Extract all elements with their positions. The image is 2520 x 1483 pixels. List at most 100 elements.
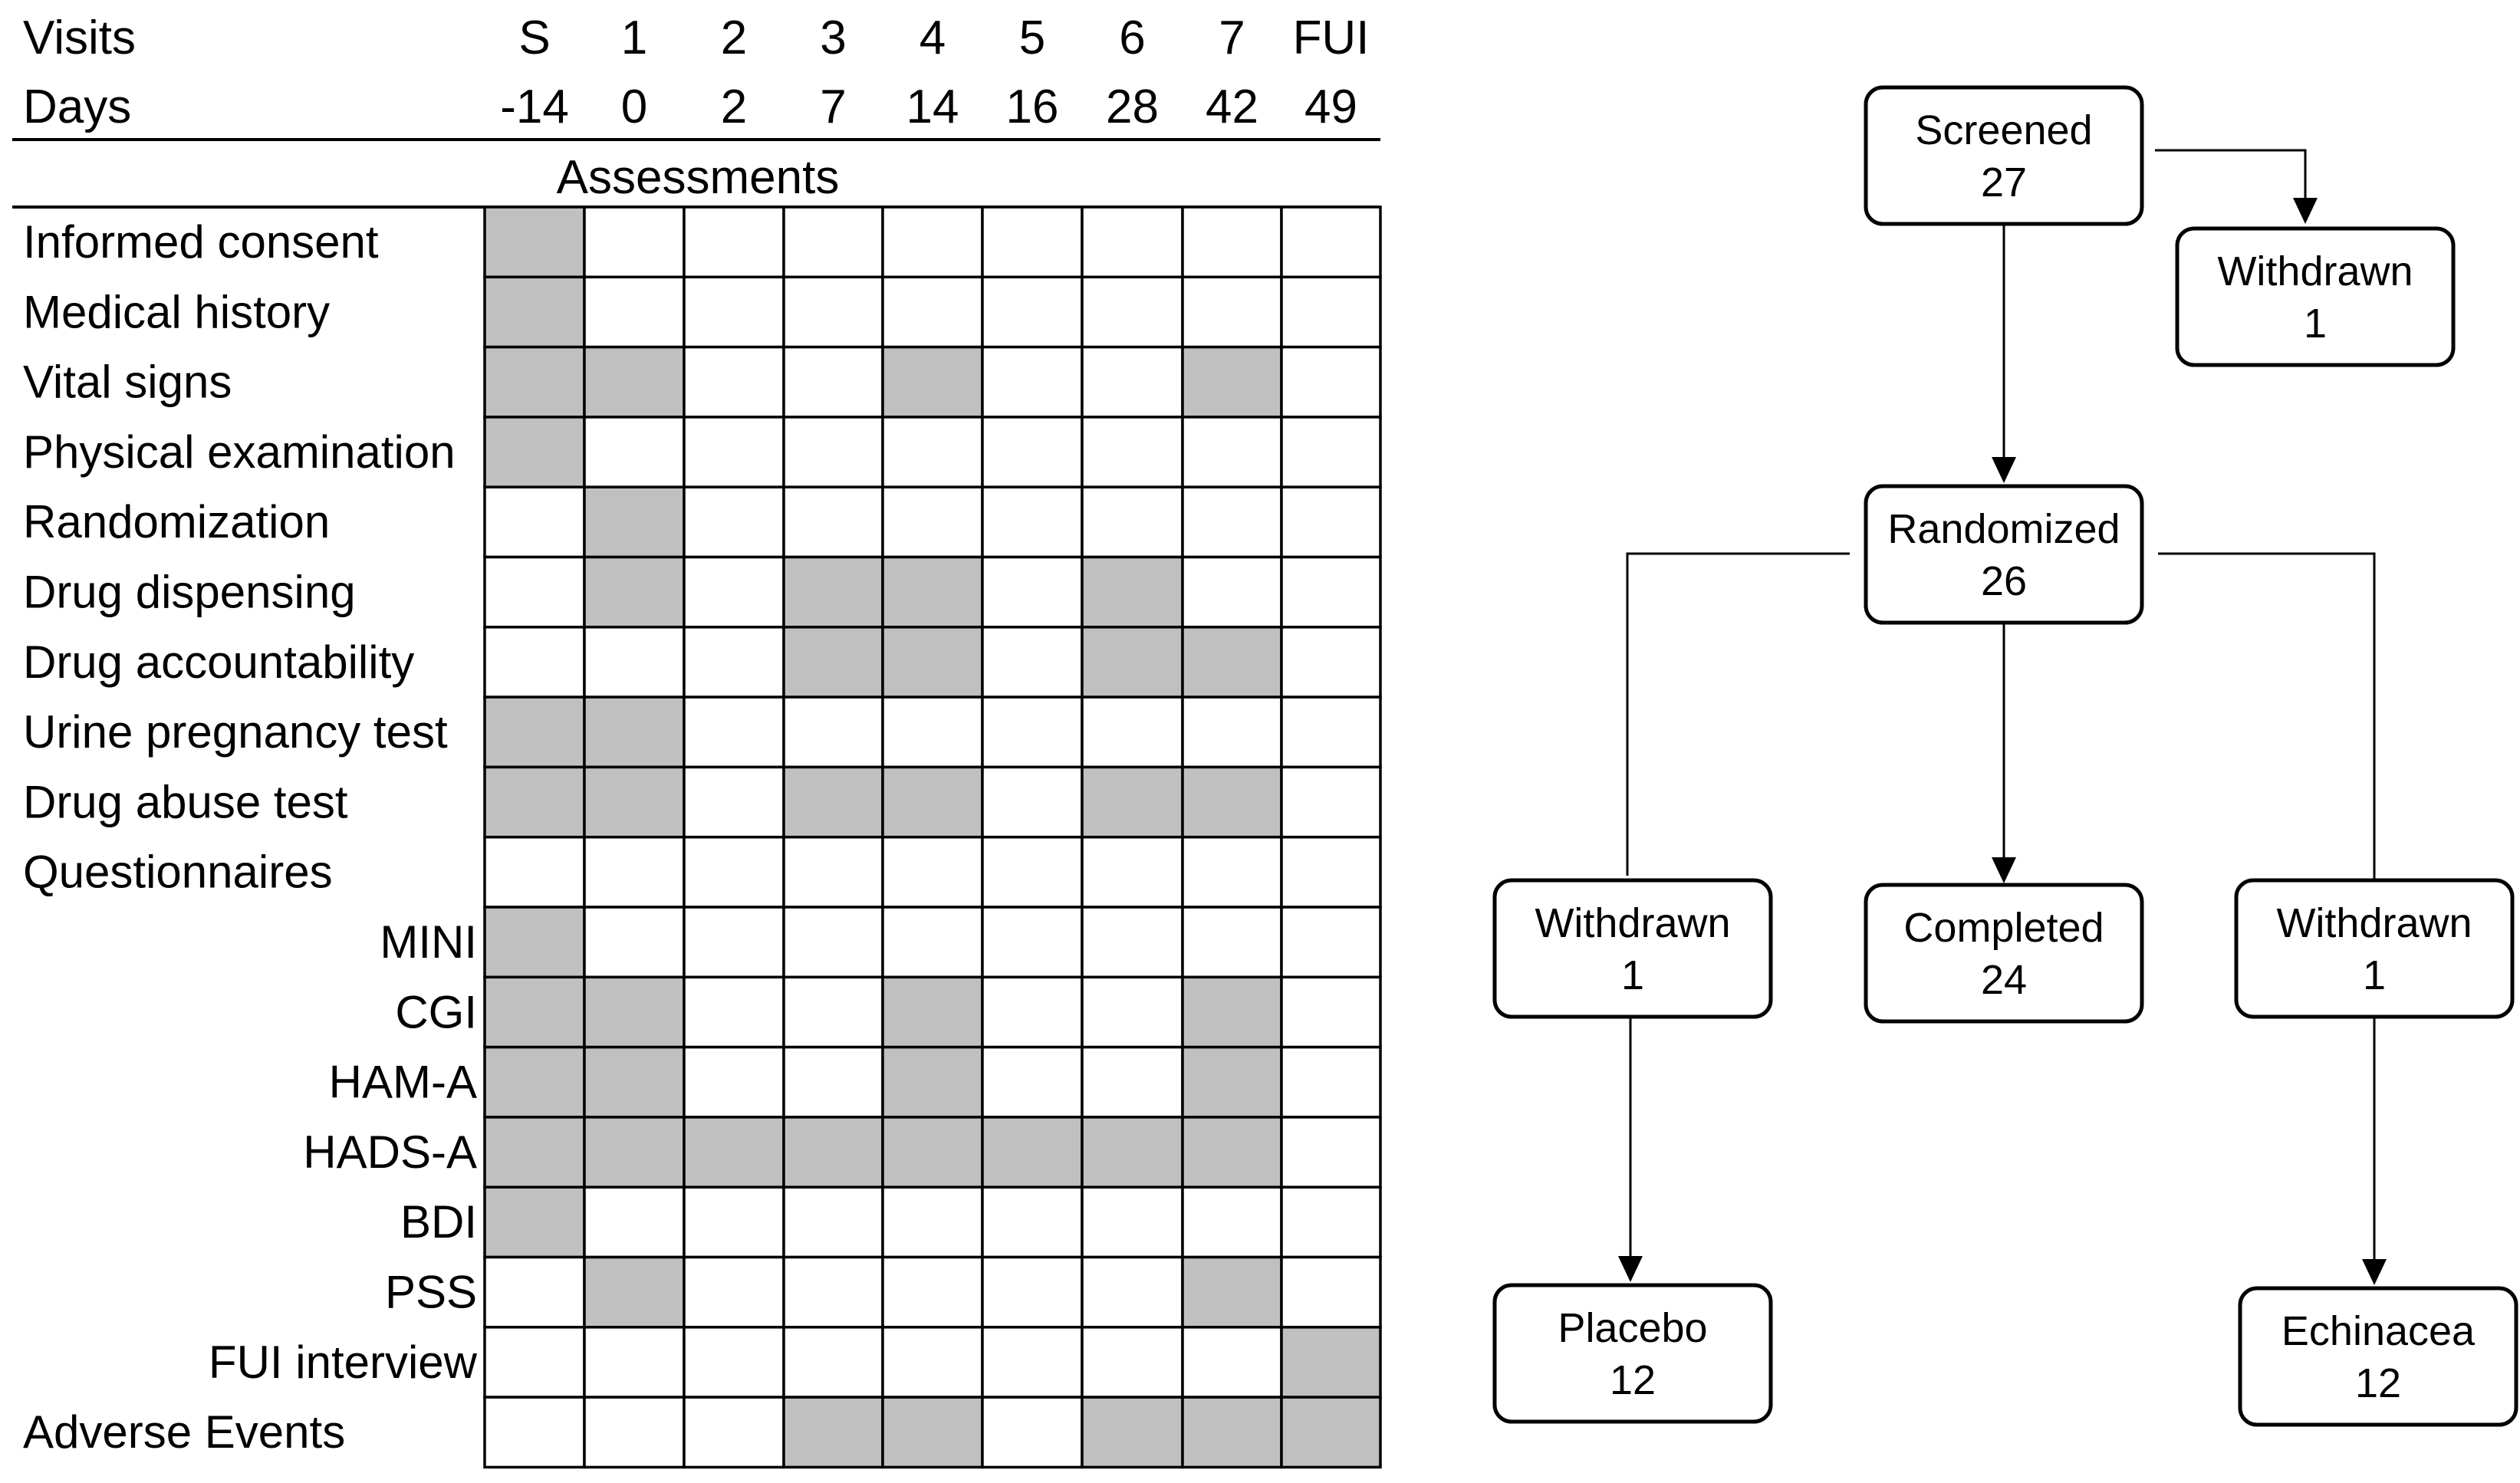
grid-cell-filled [483, 975, 586, 1049]
flow-box-count: 12 [1610, 1357, 1656, 1403]
grid-cell-empty [683, 1045, 785, 1119]
grid-cell-filled [881, 1045, 984, 1119]
grid-cell-empty [981, 206, 1084, 279]
grid-cell-filled [881, 555, 984, 629]
day-header: 42 [1206, 81, 1258, 133]
grid-cell-filled [583, 555, 686, 629]
grid-cell-empty [981, 975, 1084, 1049]
grid-cell-filled [583, 695, 686, 769]
grid-cell-empty [782, 975, 884, 1049]
grid-cell-filled [1081, 626, 1184, 699]
grid-cell-empty [1280, 416, 1382, 488]
flow-box [1492, 1283, 1773, 1424]
grid-cell-empty [981, 1185, 1084, 1259]
flow-box-count: 1 [2304, 301, 2327, 347]
grid-cell-empty [782, 275, 884, 349]
grid-cell-empty [483, 1326, 586, 1399]
grid-cell-filled [583, 345, 686, 419]
row-label: Questionnaires [23, 847, 333, 898]
grid-cell-empty [1280, 345, 1382, 419]
grid-cell-filled [483, 416, 586, 488]
grid-cell-filled [483, 345, 586, 419]
grid-cell-empty [583, 835, 686, 909]
grid-cell-empty [683, 975, 785, 1049]
grid-cell-filled [483, 1045, 586, 1119]
grid-cell-empty [1280, 695, 1382, 769]
flow-nodes: Screened27Withdrawn1Randomized26Withdraw… [1492, 85, 2518, 1427]
row-label: CGI [395, 986, 477, 1037]
grid-cell-empty [782, 835, 884, 909]
assessment-grid [483, 206, 1382, 1469]
grid-cell-empty [1081, 1255, 1184, 1329]
grid-cell-empty [981, 906, 1084, 979]
grid-cell-empty [1081, 416, 1184, 488]
grid-cell-empty [1081, 1326, 1184, 1399]
row-label: BDI [400, 1196, 477, 1248]
day-header: 49 [1304, 81, 1357, 133]
grid-cell-empty [683, 765, 785, 839]
visit-header: 1 [621, 12, 647, 64]
grid-cell-empty [981, 835, 1084, 909]
grid-cell-empty [782, 1326, 884, 1399]
days-label: Days [23, 81, 131, 133]
flow-box-title: Randomized [1887, 506, 2120, 552]
row-label: Drug accountability [23, 636, 414, 688]
grid-cell-filled [1181, 345, 1283, 419]
grid-cell-empty [1181, 835, 1283, 909]
grid-cell-filled [1181, 1255, 1283, 1329]
grid-cell-empty [782, 1255, 884, 1329]
grid-cell-empty [1081, 975, 1184, 1049]
grid-cell-empty [1280, 485, 1382, 559]
grid-cell-empty [782, 695, 884, 769]
grid-cell-filled [1181, 765, 1283, 839]
grid-cell-filled [583, 1116, 686, 1189]
grid-cell-filled [483, 906, 586, 979]
day-header: -14 [500, 81, 569, 133]
grid-cell-empty [683, 626, 785, 699]
grid-cell-empty [782, 345, 884, 419]
connector-screened-withdrawn [2155, 149, 2307, 221]
arrowhead-placebo [1618, 1256, 1643, 1282]
row-label: Physical examination [23, 426, 456, 478]
flow-box-count: 27 [1981, 159, 2027, 206]
grid-cell-empty [483, 1396, 586, 1469]
grid-cell-empty [1081, 1185, 1184, 1259]
flow-box [1864, 484, 2144, 625]
grid-cell-empty [881, 1326, 984, 1399]
grid-cell-empty [1081, 906, 1184, 979]
grid-cell-empty [1280, 1116, 1382, 1189]
grid-cell-empty [1280, 206, 1382, 279]
grid-cell-empty [683, 1326, 785, 1399]
grid-cell-empty [683, 206, 785, 279]
flow-box [1492, 878, 1773, 1019]
grid-cell-empty [782, 906, 884, 979]
day-header: 14 [906, 81, 959, 133]
grid-cell-empty [881, 906, 984, 979]
grid-cell-filled [782, 1396, 884, 1469]
flow-box-title: Completed [1903, 905, 2104, 951]
grid-cell-filled [782, 626, 884, 699]
grid-cell-empty [683, 416, 785, 488]
day-header: 28 [1106, 81, 1159, 133]
grid-cell-empty [683, 1255, 785, 1329]
grid-cell-filled [981, 1116, 1084, 1189]
grid-cell-empty [683, 1185, 785, 1259]
grid-cell-empty [583, 906, 686, 979]
visit-header: 2 [721, 12, 747, 64]
flow-box-count: 24 [1981, 957, 2027, 1003]
grid-cell-filled [483, 275, 586, 349]
grid-cell-empty [583, 1396, 686, 1469]
row-label: Drug abuse test [23, 776, 348, 827]
grid-cell-filled [881, 1116, 984, 1189]
grid-cell-empty [981, 1396, 1084, 1469]
grid-cell-filled [881, 765, 984, 839]
grid-cell-empty [881, 1185, 984, 1259]
grid-cell-filled [583, 485, 686, 559]
grid-cell-empty [1280, 555, 1382, 629]
